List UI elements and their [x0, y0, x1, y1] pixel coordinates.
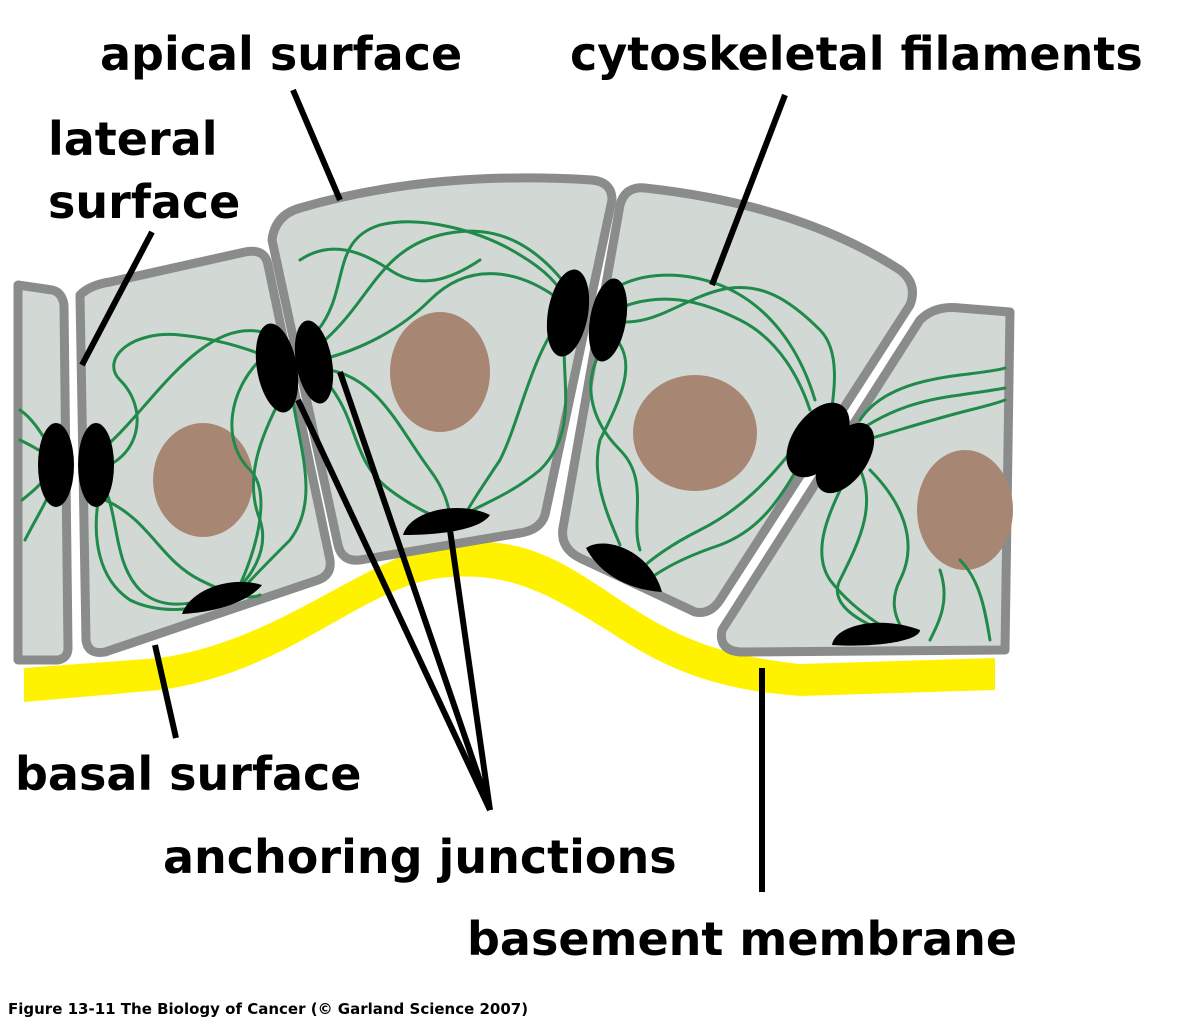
nucleus [917, 450, 1013, 570]
lateral-surface-label-line1: lateral [48, 112, 218, 166]
junction-lateral [815, 422, 875, 494]
anchoring-junctions-leader [447, 529, 493, 811]
junction-basal [403, 507, 490, 535]
junction-basal [586, 543, 662, 592]
junction-basal [832, 622, 920, 646]
junction-lateral [78, 423, 114, 507]
nucleus [633, 375, 757, 491]
anchoring-junctions-leader [295, 398, 493, 812]
anchoring-junctions-leader [337, 371, 493, 811]
cytoskeletal-filaments-label: cytoskeletal filaments [570, 27, 1143, 81]
nucleus [390, 312, 490, 432]
lateral-surface-label-line2: surface [48, 175, 240, 229]
basal-surface-leader [152, 644, 179, 739]
anchoring-junctions-group [38, 269, 920, 646]
junction-lateral [546, 269, 590, 357]
junction-basal [182, 581, 262, 614]
apical-surface-label: apical surface [100, 27, 462, 81]
junction-lateral [294, 320, 334, 404]
basal-surface-label: basal surface [15, 747, 362, 801]
anchoring-junctions-label: anchoring junctions [163, 830, 677, 884]
junction-lateral [588, 278, 628, 362]
junction-lateral [255, 323, 299, 413]
cytoskeletal-filaments-leader [709, 93, 788, 287]
figure-caption: Figure 13-11 The Biology of Cancer (© Ga… [8, 1000, 528, 1018]
lateral-surface-leader [79, 230, 155, 367]
basement-membrane [24, 541, 995, 702]
junction-lateral [38, 423, 74, 507]
nucleus [153, 423, 253, 537]
apical-surface-leader [290, 88, 343, 202]
basement-membrane-label: basement membrane [467, 912, 1017, 966]
cell-5 [716, 303, 1015, 657]
